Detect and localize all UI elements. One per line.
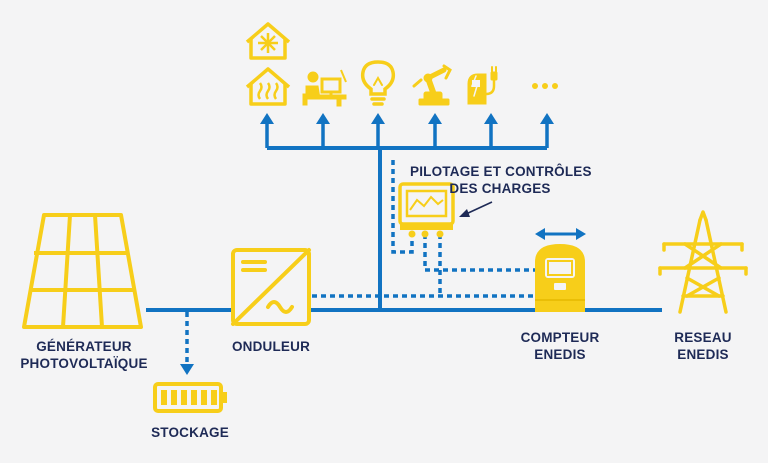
meter-label: COMPTEUR ENEDIS (520, 330, 600, 362)
solar-panel-icon (22, 213, 143, 329)
control-pointer (459, 201, 493, 217)
inverter-icon (231, 248, 311, 326)
heating-house-icon (245, 67, 291, 106)
inverter-label: ONDULEUR (231, 339, 311, 354)
data-lines (185, 160, 535, 364)
grid-label: RESEAU ENEDIS (674, 330, 732, 362)
industrial-robot-icon (412, 64, 452, 106)
office-desk-icon (302, 69, 347, 107)
storage-arrow-head (180, 364, 194, 375)
light-bulb-icon (360, 60, 396, 106)
cooling-house-icon (245, 22, 291, 60)
ev-charger-icon (467, 66, 498, 105)
meter-exchange-arrow (535, 228, 586, 240)
battery-icon (153, 382, 227, 413)
power-pylon-icon (658, 210, 748, 314)
generator-label: GÉNÉRATEUR PHOTOVOLTAÏQUE (20, 339, 148, 371)
control-label: PILOTAGE ET CONTRÔLES DES CHARGES (410, 164, 592, 196)
load-controller-icon (398, 182, 455, 238)
storage-label: STOCKAGE (151, 425, 229, 440)
power-bus (146, 146, 662, 312)
load-arrows (260, 113, 554, 148)
smart-meter-icon (535, 244, 585, 312)
more-dots-icon (532, 83, 558, 89)
